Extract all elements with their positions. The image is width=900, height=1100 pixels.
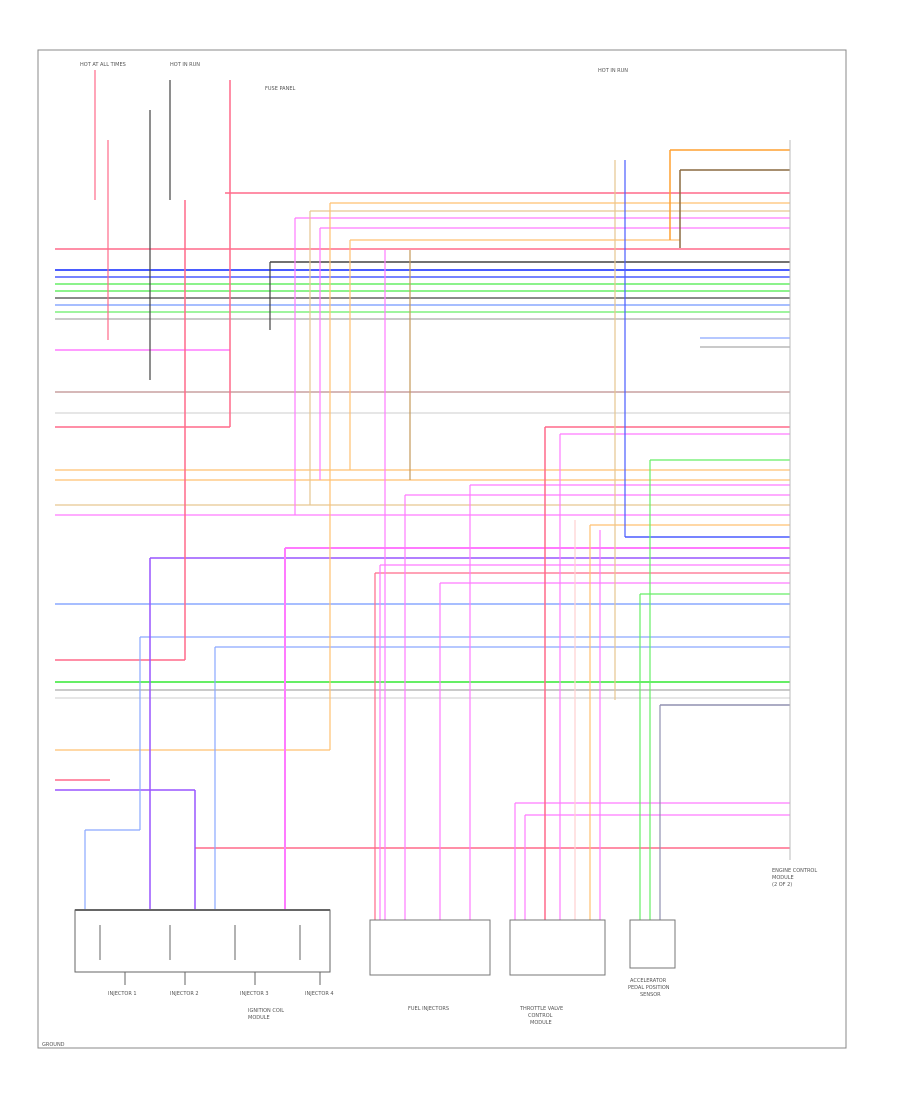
fuel-injectors-label: FUEL INJECTORS xyxy=(408,1006,449,1012)
injector-2-label: INJECTOR 2 xyxy=(170,991,199,997)
pedal-label-3: SENSOR xyxy=(640,992,661,998)
label-hot-at-all-times: HOT AT ALL TIMES xyxy=(80,62,126,68)
pedal-label-2: PEDAL POSITION xyxy=(628,985,670,991)
injector-1-label: INJECTOR 1 xyxy=(108,991,137,997)
ignition-label-1: IGNITION COIL xyxy=(248,1008,284,1014)
label-hot-in-run-2: HOT IN RUN xyxy=(598,68,628,74)
ecm-label-3: (2 OF 2) xyxy=(772,882,792,888)
throttle-label-1: THROTTLE VALVE xyxy=(519,1006,563,1012)
ignition-label-2: MODULE xyxy=(248,1015,270,1021)
label-fuse-panel: FUSE PANEL xyxy=(265,86,295,92)
vertical-wires xyxy=(84,70,681,920)
horizontal-wires xyxy=(55,248,790,849)
pedal-label-1: ACCELERATOR xyxy=(630,978,667,984)
throttle-label-2: CONTROL xyxy=(528,1013,553,1019)
ecm-label-2: MODULE xyxy=(772,875,794,881)
throttle-label-3: MODULE xyxy=(530,1020,552,1026)
injector-4-label: INJECTOR 4 xyxy=(305,991,334,997)
diagram-frame xyxy=(37,49,847,1049)
injector-3-label: INJECTOR 3 xyxy=(240,991,269,997)
ground-label: GROUND xyxy=(42,1042,65,1048)
injector-block xyxy=(74,909,331,985)
ecm-label-1: ENGINE CONTROL xyxy=(772,868,817,874)
bottom-components xyxy=(369,919,676,976)
label-hot-in-run: HOT IN RUN xyxy=(170,62,200,68)
